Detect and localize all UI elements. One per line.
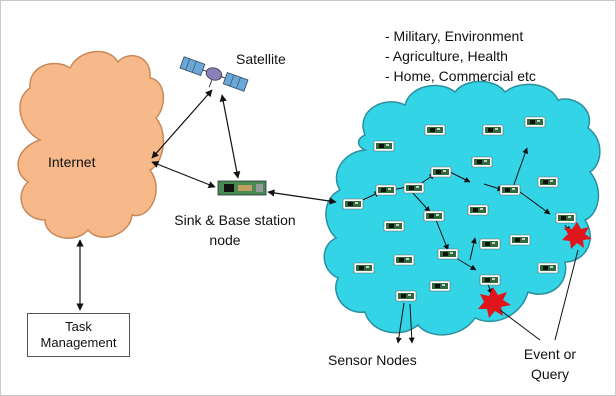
sink-label-line-2: node [209, 232, 241, 248]
event-burst-icon [478, 222, 592, 318]
event-label-line-1: Event or [523, 346, 577, 362]
applications-list: - Military, Environment - Agriculture, H… [385, 26, 536, 86]
application-item: - Agriculture, Health [385, 48, 508, 64]
sink-node-icon [217, 180, 267, 196]
task-label-line-2: Management [40, 335, 117, 350]
sensor-nodes-label: Sensor Nodes [328, 352, 417, 368]
task-management-box: Task Management [27, 313, 130, 357]
event-query-label: Event or Query [510, 344, 590, 384]
internet-cloud [17, 50, 165, 239]
application-item: - Home, Commercial etc [385, 68, 536, 84]
sink-sensor-link [267, 189, 337, 205]
sink-label-line-1: Sink & Base station [174, 212, 296, 228]
label-pointers [395, 249, 579, 344]
internet-satellite-link [151, 89, 213, 159]
task-label-line-1: Task [65, 319, 92, 334]
satellite-icon [179, 56, 249, 92]
satellite-label: Satellite [236, 51, 286, 67]
sink-label: Sink & Base station node [160, 210, 310, 250]
application-item: - Military, Environment [385, 28, 524, 44]
internet-sink-link [151, 161, 216, 188]
sensor-cloud [323, 80, 601, 336]
event-label-line-2: Query [530, 366, 570, 382]
internet-label: Internet [48, 154, 96, 170]
satellite-sink-link [219, 94, 241, 179]
